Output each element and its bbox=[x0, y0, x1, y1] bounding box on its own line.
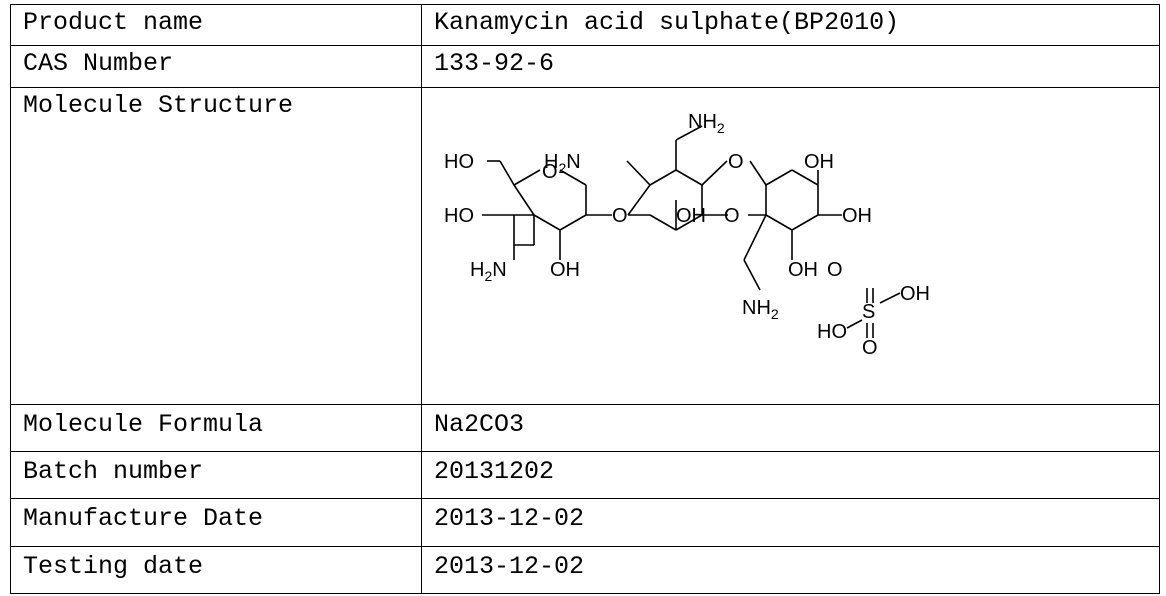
atom-ho-top: HO bbox=[444, 151, 474, 173]
value-cas-number: 133-92-6 bbox=[421, 45, 1160, 88]
atom-oh-right: OH bbox=[842, 205, 872, 227]
table-row-product-name: Product name Kanamycin acid sulphate(BP2… bbox=[10, 3, 1160, 47]
table-row-molecule-structure: Molecule Structure bbox=[10, 86, 1160, 405]
label-batch-number: Batch number bbox=[10, 451, 422, 500]
table-row-manufacture-date: Manufacture Date 2013-12-02 bbox=[10, 498, 1160, 547]
atom-o-link-left: O bbox=[612, 205, 628, 227]
label-testing-date: Testing date bbox=[10, 545, 422, 595]
atom-ho-left: HO bbox=[444, 205, 474, 227]
label-product-name: Product name bbox=[10, 3, 422, 47]
atom-ho-sulf: HO bbox=[817, 321, 847, 343]
table-row-batch-number: Batch number 20131202 bbox=[10, 451, 1160, 500]
atom-o-ring-right: O bbox=[724, 205, 740, 227]
atom-oh-bottom-right: OH bbox=[788, 259, 818, 281]
value-molecule-structure: HO H2N NH2 O OH O HO O OH O OH H2N OH OH… bbox=[421, 86, 1160, 405]
atom-o-sulf-top: O bbox=[827, 259, 843, 281]
structure-bonds bbox=[482, 125, 901, 338]
label-molecule-structure: Molecule Structure bbox=[10, 86, 422, 405]
table-row-cas-number: CAS Number 133-92-6 bbox=[10, 45, 1160, 88]
atom-nh2-top: NH2 bbox=[688, 111, 725, 136]
atom-nh2-bottom: NH2 bbox=[742, 297, 779, 322]
atom-o-sulf-bottom: O bbox=[862, 337, 878, 359]
value-molecule-formula: Na2CO3 bbox=[421, 403, 1160, 453]
value-manufacture-date: 2013-12-02 bbox=[421, 498, 1160, 547]
value-testing-date: 2013-12-02 bbox=[421, 545, 1160, 595]
value-batch-number: 20131202 bbox=[421, 451, 1160, 500]
atom-h2n-bottom: H2N bbox=[470, 259, 507, 284]
atom-oh-mid: OH bbox=[676, 205, 706, 227]
label-molecule-formula: Molecule Formula bbox=[10, 403, 422, 453]
atom-oh-bottom-left: OH bbox=[550, 259, 580, 281]
label-cas-number: CAS Number bbox=[10, 45, 422, 88]
atom-s-sulf: S bbox=[862, 301, 875, 323]
label-manufacture-date: Manufacture Date bbox=[10, 498, 422, 547]
table-row-molecule-formula: Molecule Formula Na2CO3 bbox=[10, 403, 1160, 453]
product-spec-table: Product name Kanamycin acid sulphate(BP2… bbox=[10, 3, 1160, 595]
atom-o-ring-left: O bbox=[542, 161, 558, 183]
molecule-structure-diagram: HO H2N NH2 O OH O HO O OH O OH H2N OH OH… bbox=[444, 111, 930, 359]
atom-oh-topright: OH bbox=[804, 151, 834, 173]
value-product-name: Kanamycin acid sulphate(BP2010) bbox=[421, 3, 1160, 47]
atom-o-link-right: O bbox=[728, 151, 744, 173]
atom-oh-sulf: OH bbox=[900, 283, 930, 305]
table-row-testing-date: Testing date 2013-12-02 bbox=[10, 545, 1160, 595]
atom-h2n-mid: H2N bbox=[544, 151, 581, 176]
